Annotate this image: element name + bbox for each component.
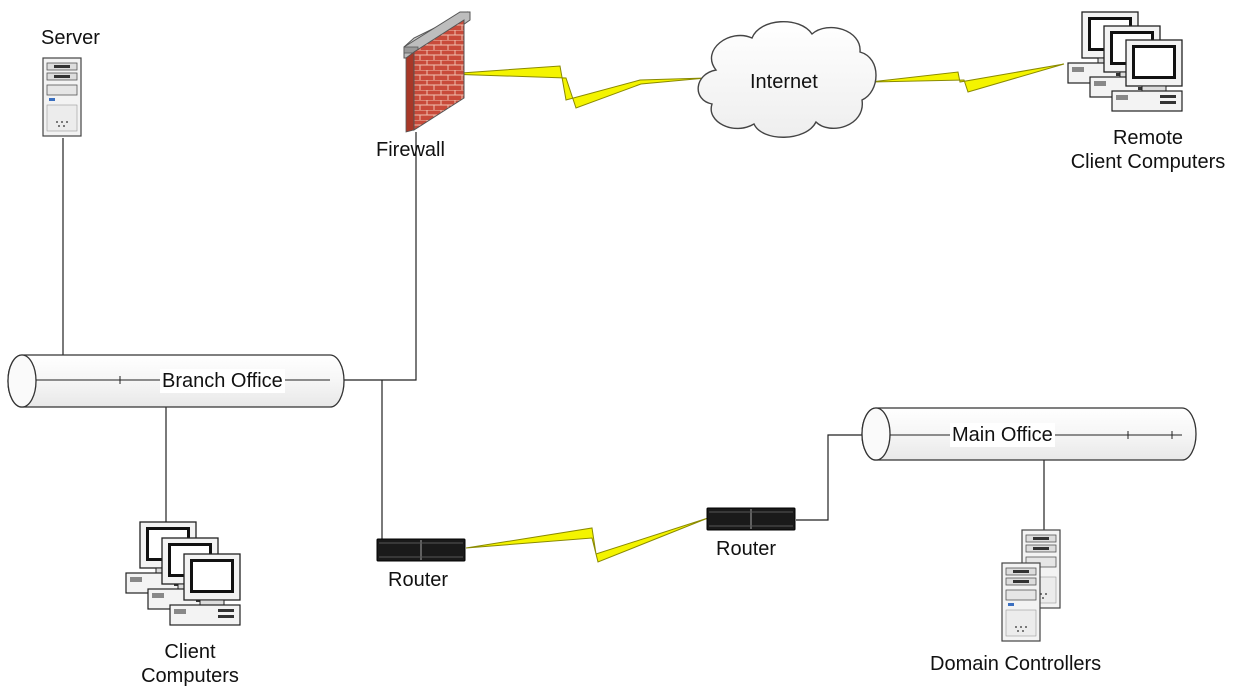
link-branch-router [381, 380, 418, 549]
client-computers-label-line1: Client [164, 641, 216, 663]
server-tower-icon [42, 57, 82, 137]
lightning-firewall-internet [446, 65, 707, 109]
router-main-label: Router [716, 538, 777, 560]
domain-controllers-label: Domain Controllers [930, 653, 1102, 675]
firewall-label: Firewall [376, 139, 445, 161]
brick-firewall-icon [403, 11, 471, 133]
link-router-mainoffice [796, 434, 872, 521]
branch-office-label: Branch Office [160, 369, 285, 393]
server-pair-icon [1001, 529, 1061, 642]
router-icon [706, 507, 796, 531]
computer-group-icon [125, 521, 241, 626]
server-label: Server [41, 27, 100, 49]
link-branch-firewall [300, 132, 417, 381]
client-computers-label-line2: Computers [141, 665, 239, 687]
main-office-label: Main Office [950, 423, 1055, 447]
lightning-internet-remote [869, 63, 1065, 93]
remote-clients-label-line2: Client Computers [1070, 151, 1226, 173]
internet-label: Internet [750, 71, 818, 93]
computer-group-icon [1067, 11, 1183, 112]
remote-clients-label-line1: Remote [1112, 127, 1184, 149]
lightning-router-router [465, 517, 709, 563]
cloud-icon [697, 21, 877, 138]
client-computers-label: Client Computers [130, 640, 250, 688]
router-branch-label: Router [388, 569, 449, 591]
router-icon [376, 538, 466, 562]
remote-clients-label: Remote Client Computers [1060, 126, 1236, 174]
